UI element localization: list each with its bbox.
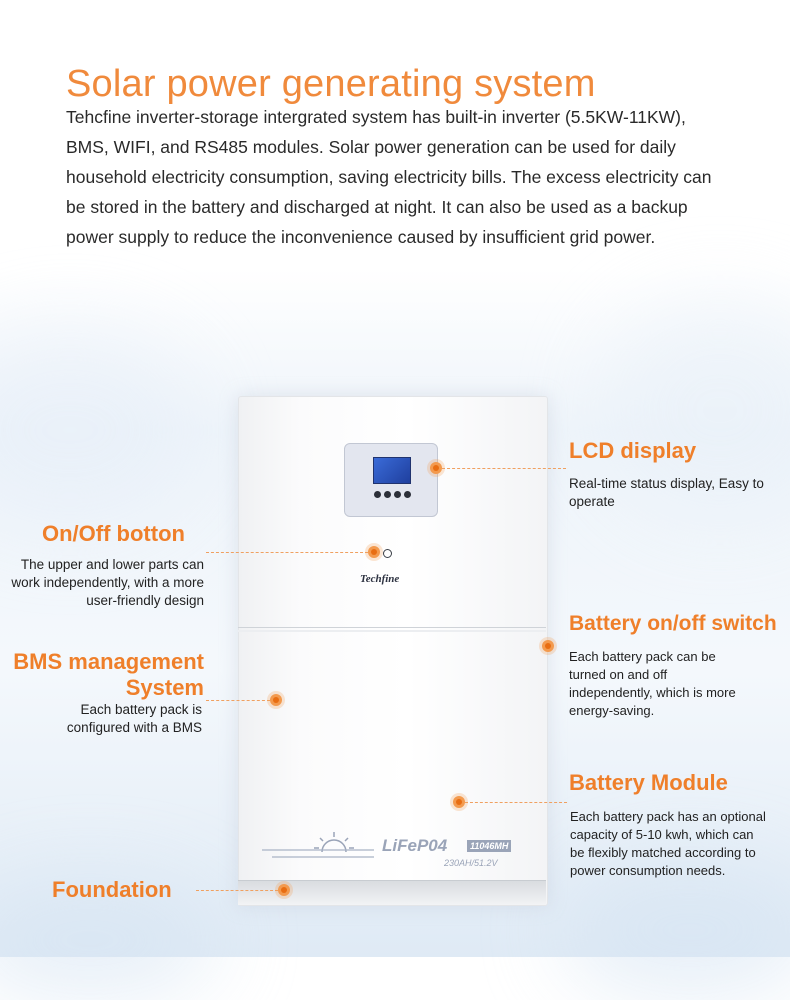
lcd-screen xyxy=(373,457,411,484)
battery-switch-desc: Each battery pack can be turned on and o… xyxy=(569,649,736,718)
battery-switch-title: Battery on/off switch xyxy=(569,612,777,635)
lcd-marker xyxy=(430,462,442,474)
module-desc: Each battery pack has an optional capaci… xyxy=(570,809,766,878)
lcd-button xyxy=(374,491,381,498)
onoff-leader-line xyxy=(206,552,368,553)
battery-spec: 230AH/51.2V xyxy=(444,858,498,868)
sun-icon xyxy=(314,832,354,853)
module-marker xyxy=(453,796,465,808)
bms-desc: Each battery pack is configured with a B… xyxy=(66,702,202,735)
brand-logo: Techfine xyxy=(360,573,400,585)
page-title: Solar power generating system xyxy=(66,63,596,106)
battery-switch-marker xyxy=(542,640,554,652)
module-leader-line xyxy=(465,802,567,803)
foundation-title: Foundation xyxy=(52,877,172,902)
bms-marker xyxy=(270,694,282,706)
onoff-marker xyxy=(368,546,380,558)
battery-label: LiFeP04 xyxy=(382,836,448,855)
bms-leader-line xyxy=(206,700,270,701)
intro-text: Tehcfine inverter-storage intergrated sy… xyxy=(66,107,712,247)
onoff-desc: The upper and lower parts can work indep… xyxy=(11,557,204,608)
bms-title-line1: BMS management xyxy=(13,649,204,674)
lcd-button xyxy=(394,491,401,498)
lcd-title: LCD display xyxy=(569,438,697,463)
lcd-desc: Real-time status display, Easy to operat… xyxy=(569,476,764,509)
lcd-button xyxy=(384,491,391,498)
foundation-leader-line xyxy=(196,890,278,891)
module-seam-shadow xyxy=(238,630,546,632)
decor-lines xyxy=(262,849,374,858)
lcd-button xyxy=(404,491,411,498)
onoff-title: On/Off botton xyxy=(42,521,185,546)
lcd-leader-line xyxy=(442,468,566,469)
foundation-marker xyxy=(278,884,290,896)
module-seam xyxy=(238,627,546,628)
battery-tag: 11046MH xyxy=(467,840,512,852)
power-icon xyxy=(383,549,392,558)
module-title: Battery Module xyxy=(569,770,728,795)
bms-title-line2: System xyxy=(125,675,204,700)
